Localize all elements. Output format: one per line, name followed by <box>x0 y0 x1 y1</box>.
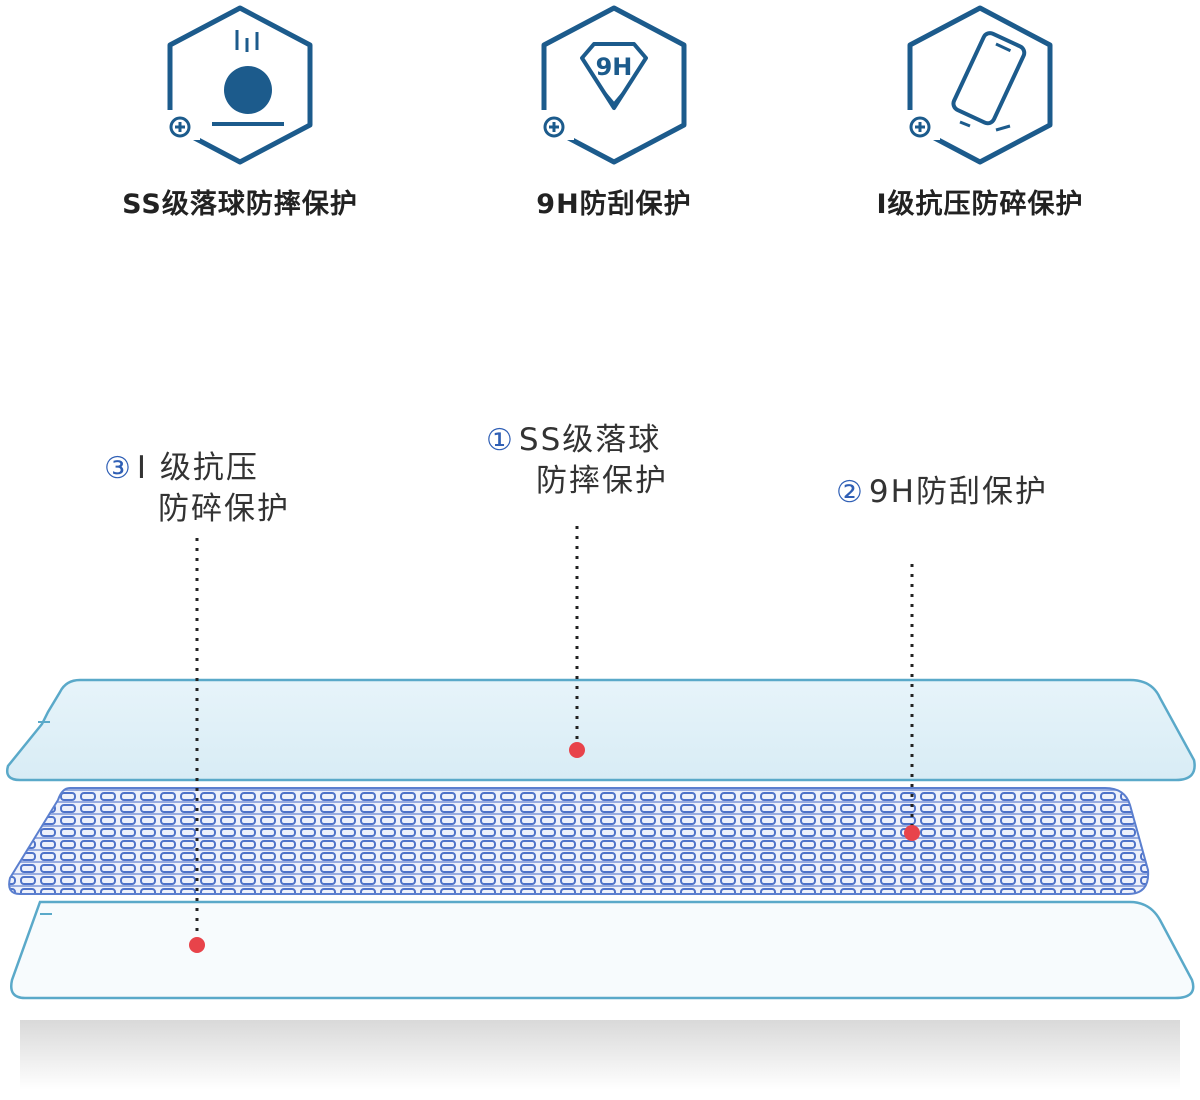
callout-number: ③ <box>104 451 133 486</box>
ball-drop-icon <box>160 0 320 170</box>
mesh-layer <box>8 787 1150 895</box>
feature-label: I级抗压防碎保护 <box>876 189 1084 220</box>
phone-pressure-icon <box>900 0 1060 170</box>
callout-number: ② <box>836 475 865 510</box>
callout-line-2: 防摔保护 <box>536 463 668 499</box>
drop-shadow <box>20 1020 1180 1090</box>
feature-drop-protection: SS级落球防摔保护 <box>100 0 380 221</box>
marker-dot-drop <box>569 742 585 758</box>
callout-text: Ⅰ 级抗压 <box>136 450 259 486</box>
feature-label: 9H防刮保护 <box>536 189 692 220</box>
bottom-layer <box>10 900 1195 1000</box>
feature-scratch-protection: 9H 9H防刮保护 <box>474 0 754 221</box>
top-layer <box>6 678 1196 782</box>
marker-dot-pressure <box>189 937 205 953</box>
feature-label: SS级落球防摔保护 <box>122 189 358 220</box>
diamond-9h-icon: 9H <box>534 0 694 170</box>
callout-line-2: 防碎保护 <box>158 491 290 527</box>
callout-number: ① <box>486 423 515 458</box>
feature-pressure-protection: I级抗压防碎保护 <box>840 0 1120 221</box>
callout-text: SS级落球 <box>518 422 662 458</box>
callout-text: 9H防刮保护 <box>868 474 1048 510</box>
badge-9h: 9H <box>596 53 633 81</box>
marker-dot-scratch <box>904 825 920 841</box>
glass-layers-illustration <box>6 520 1196 1090</box>
